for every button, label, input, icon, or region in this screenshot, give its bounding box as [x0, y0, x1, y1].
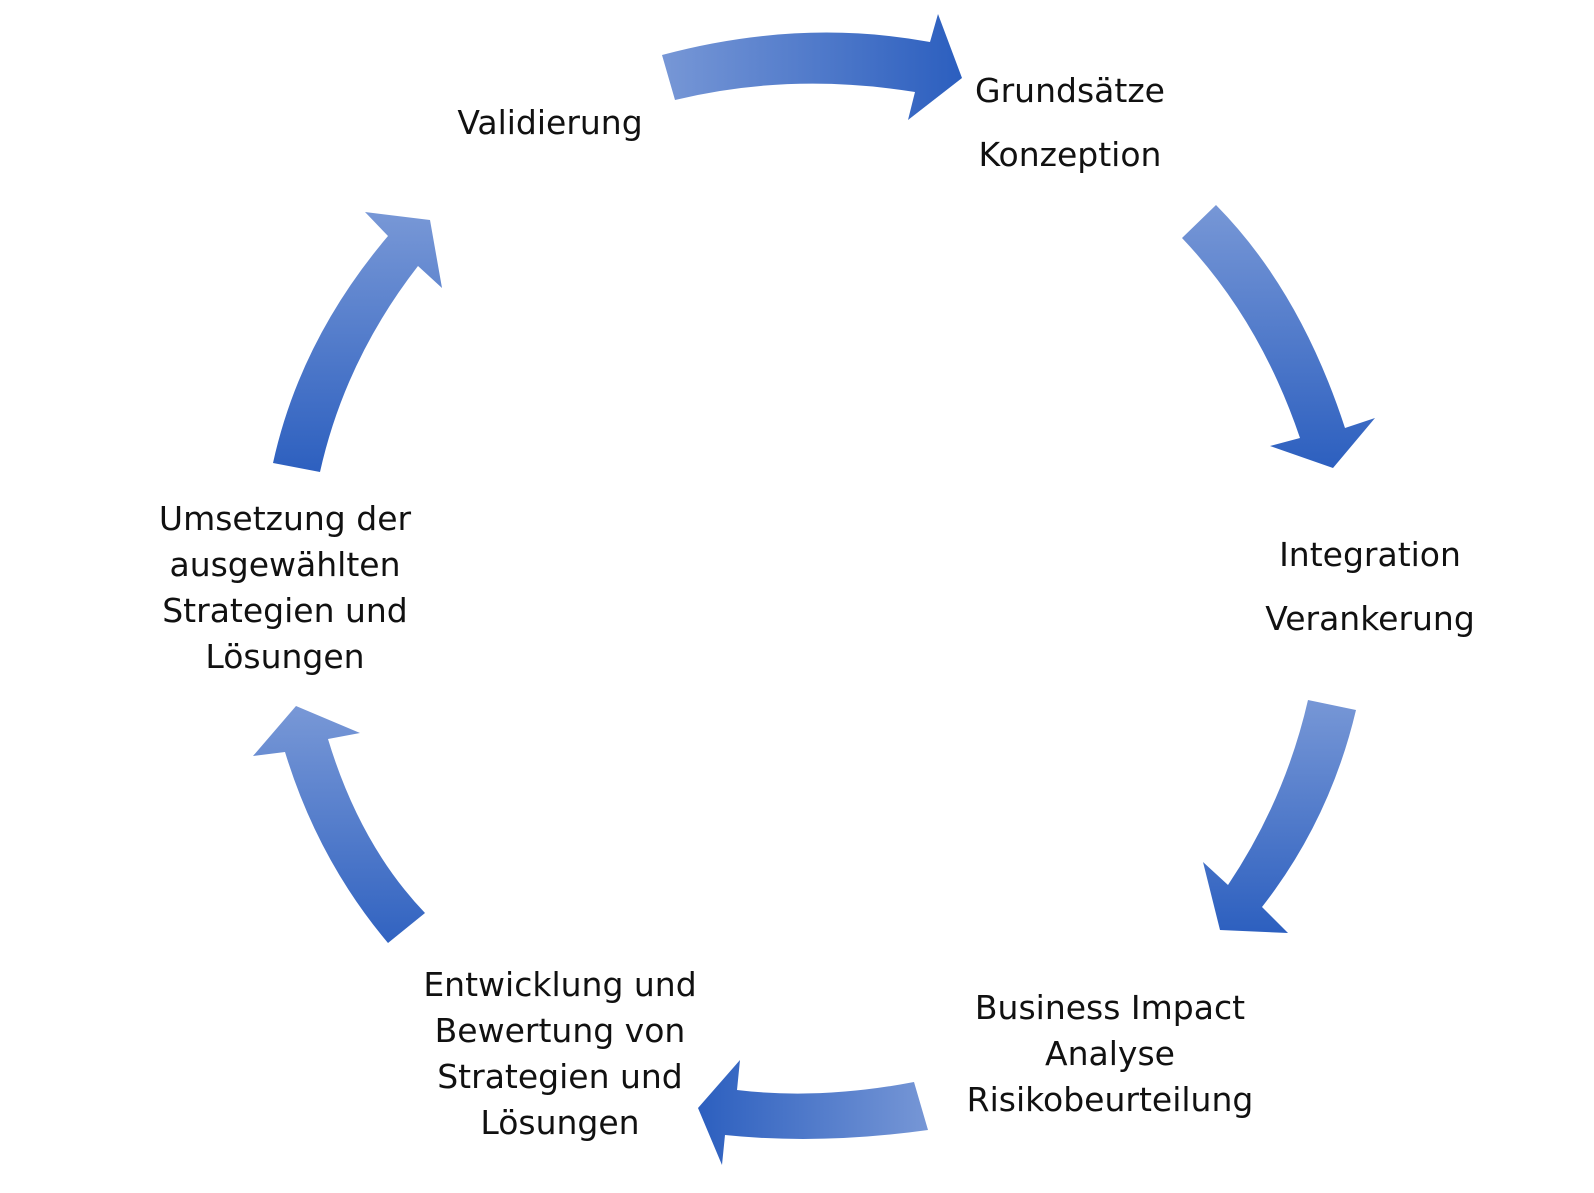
stage-validierung: Validierung — [400, 100, 700, 146]
stage-5-line-2: ausgewählten — [169, 545, 401, 584]
stage-1-line-1: Grundsätze — [975, 71, 1165, 110]
cycle-arrow-lower-right — [1203, 700, 1356, 933]
stage-2-line-1: Integration — [1279, 535, 1461, 574]
stage-3-line-1: Business Impact — [974, 988, 1246, 1027]
stage-1-line-2: Konzeption — [978, 135, 1162, 174]
cycle-arrow-upper-right — [1182, 205, 1375, 468]
stage-2-line-2: Verankerung — [1265, 599, 1475, 638]
cycle-arrow-bottom — [698, 1060, 928, 1165]
stage-4-line-4: Lösungen — [480, 1103, 640, 1142]
stage-business-impact-analyse: Business Impact Analyse Risikobeurteilun… — [900, 985, 1320, 1123]
stage-3-line-2: Analyse — [1045, 1034, 1175, 1073]
stage-4-line-2: Bewertung von — [434, 1011, 686, 1050]
stage-grundsaetze-konzeption: Grundsätze Konzeption — [900, 68, 1240, 178]
stage-4-line-1: Entwicklung und — [423, 965, 697, 1004]
stage-integration-verankerung: Integration Verankerung — [1180, 532, 1560, 642]
stage-5-line-4: Lösungen — [205, 637, 365, 676]
stage-5-line-3: Strategien und — [162, 591, 408, 630]
cycle-arrow-lower-left — [253, 706, 425, 943]
stage-umsetzung: Umsetzung der ausgewählten Strategien un… — [110, 496, 460, 680]
stage-5-line-1: Umsetzung der — [158, 499, 412, 538]
stage-6-line-1: Validierung — [457, 103, 643, 142]
cycle-arrow-top — [662, 14, 962, 120]
cycle-arrow-upper-left — [273, 212, 442, 472]
stage-entwicklung-bewertung: Entwicklung und Bewertung von Strategien… — [370, 962, 750, 1146]
stage-4-line-3: Strategien und — [437, 1057, 683, 1096]
stage-3-line-3: Risikobeurteilung — [966, 1080, 1254, 1119]
